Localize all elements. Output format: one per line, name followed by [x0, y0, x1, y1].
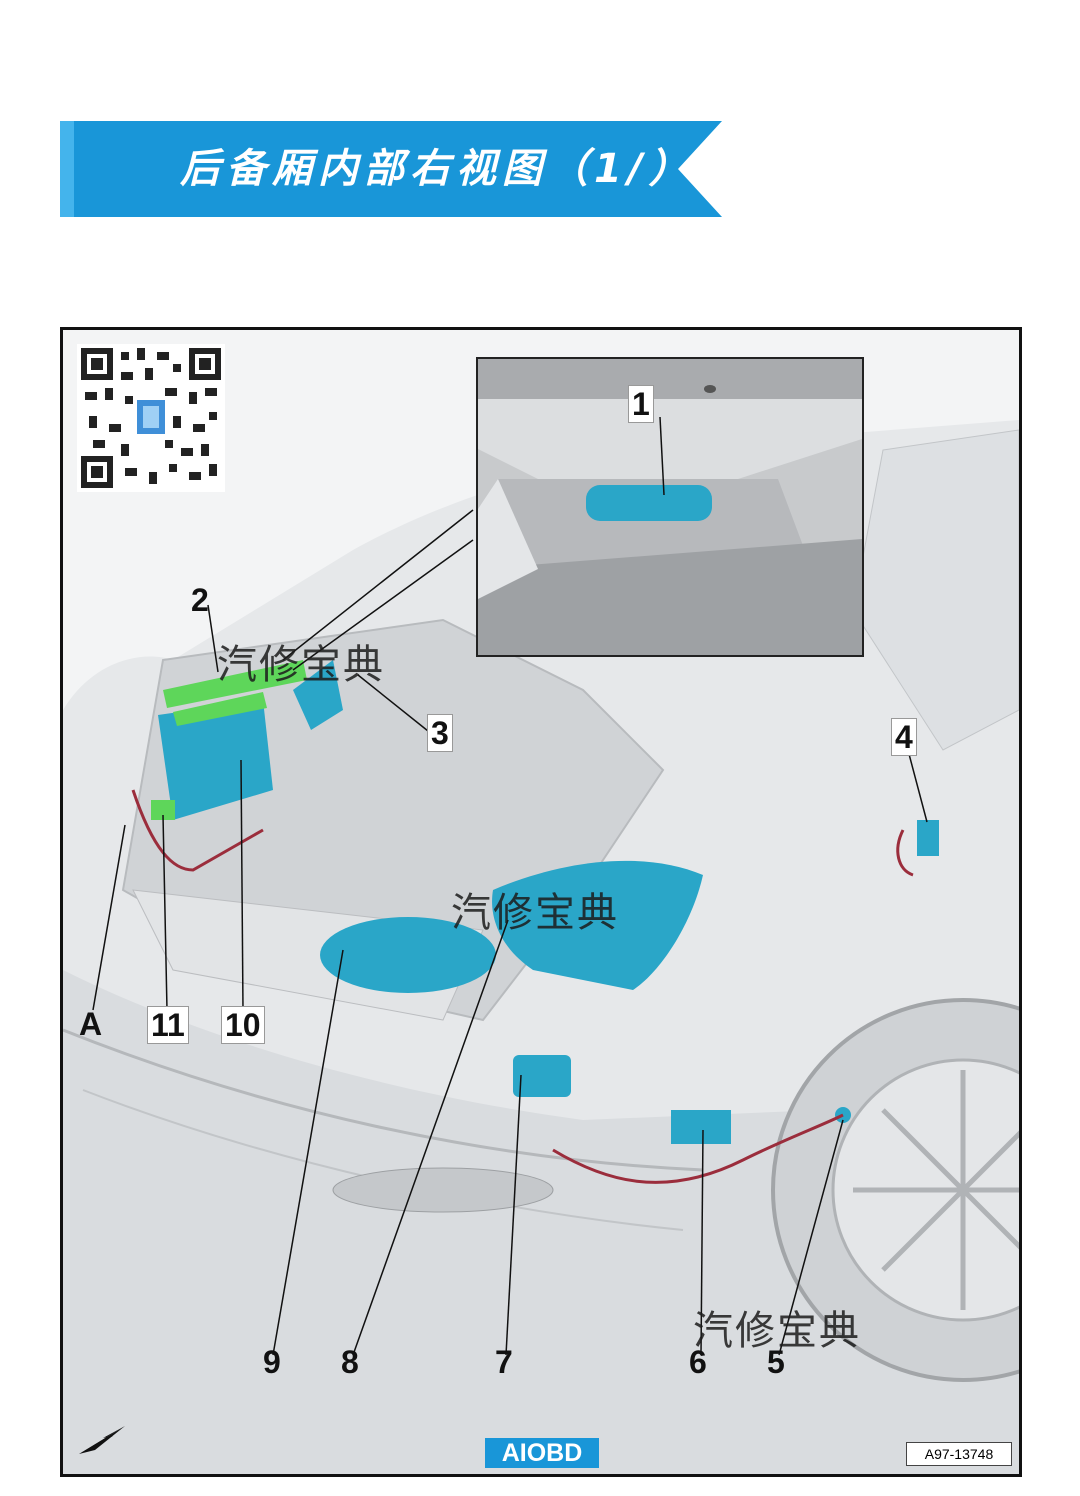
banner-title: 后备厢内部右视图（1/） [180, 146, 695, 192]
callout-11: 11 [147, 1006, 189, 1044]
callout-5: 5 [767, 1344, 785, 1380]
callout-7: 7 [495, 1344, 513, 1380]
callout-8: 8 [341, 1344, 359, 1380]
watermark-3: 汽修宝典 [693, 1308, 861, 1354]
callout-3: 3 [427, 714, 453, 752]
car-rear-illustration [63, 420, 1019, 1474]
direction-arrow-icon [79, 1426, 125, 1454]
diagram-frame: 1 2 3 4 A 11 10 9 8 7 6 5 汽修宝典 汽修宝典 汽修宝典… [60, 327, 1022, 1477]
callout-6: 6 [689, 1344, 707, 1380]
watermark-2: 汽修宝典 [451, 890, 619, 936]
callout-A: A [79, 1006, 103, 1042]
callout-2: 2 [191, 582, 209, 618]
banner-shape [60, 121, 722, 217]
figure-code: A97-13748 [906, 1442, 1012, 1466]
callout-9: 9 [263, 1344, 281, 1380]
brand-logo: AIOBD [485, 1438, 599, 1468]
callout-10: 10 [221, 1006, 265, 1044]
callout-4: 4 [891, 718, 917, 756]
inset-illustration [478, 359, 862, 655]
callout-1: 1 [628, 385, 654, 423]
inset-detail-view: 1 [476, 357, 864, 657]
qr-code [77, 344, 225, 492]
title-banner: 后备厢内部右视图（1/） [60, 121, 722, 217]
watermark-1: 汽修宝典 [217, 642, 385, 688]
